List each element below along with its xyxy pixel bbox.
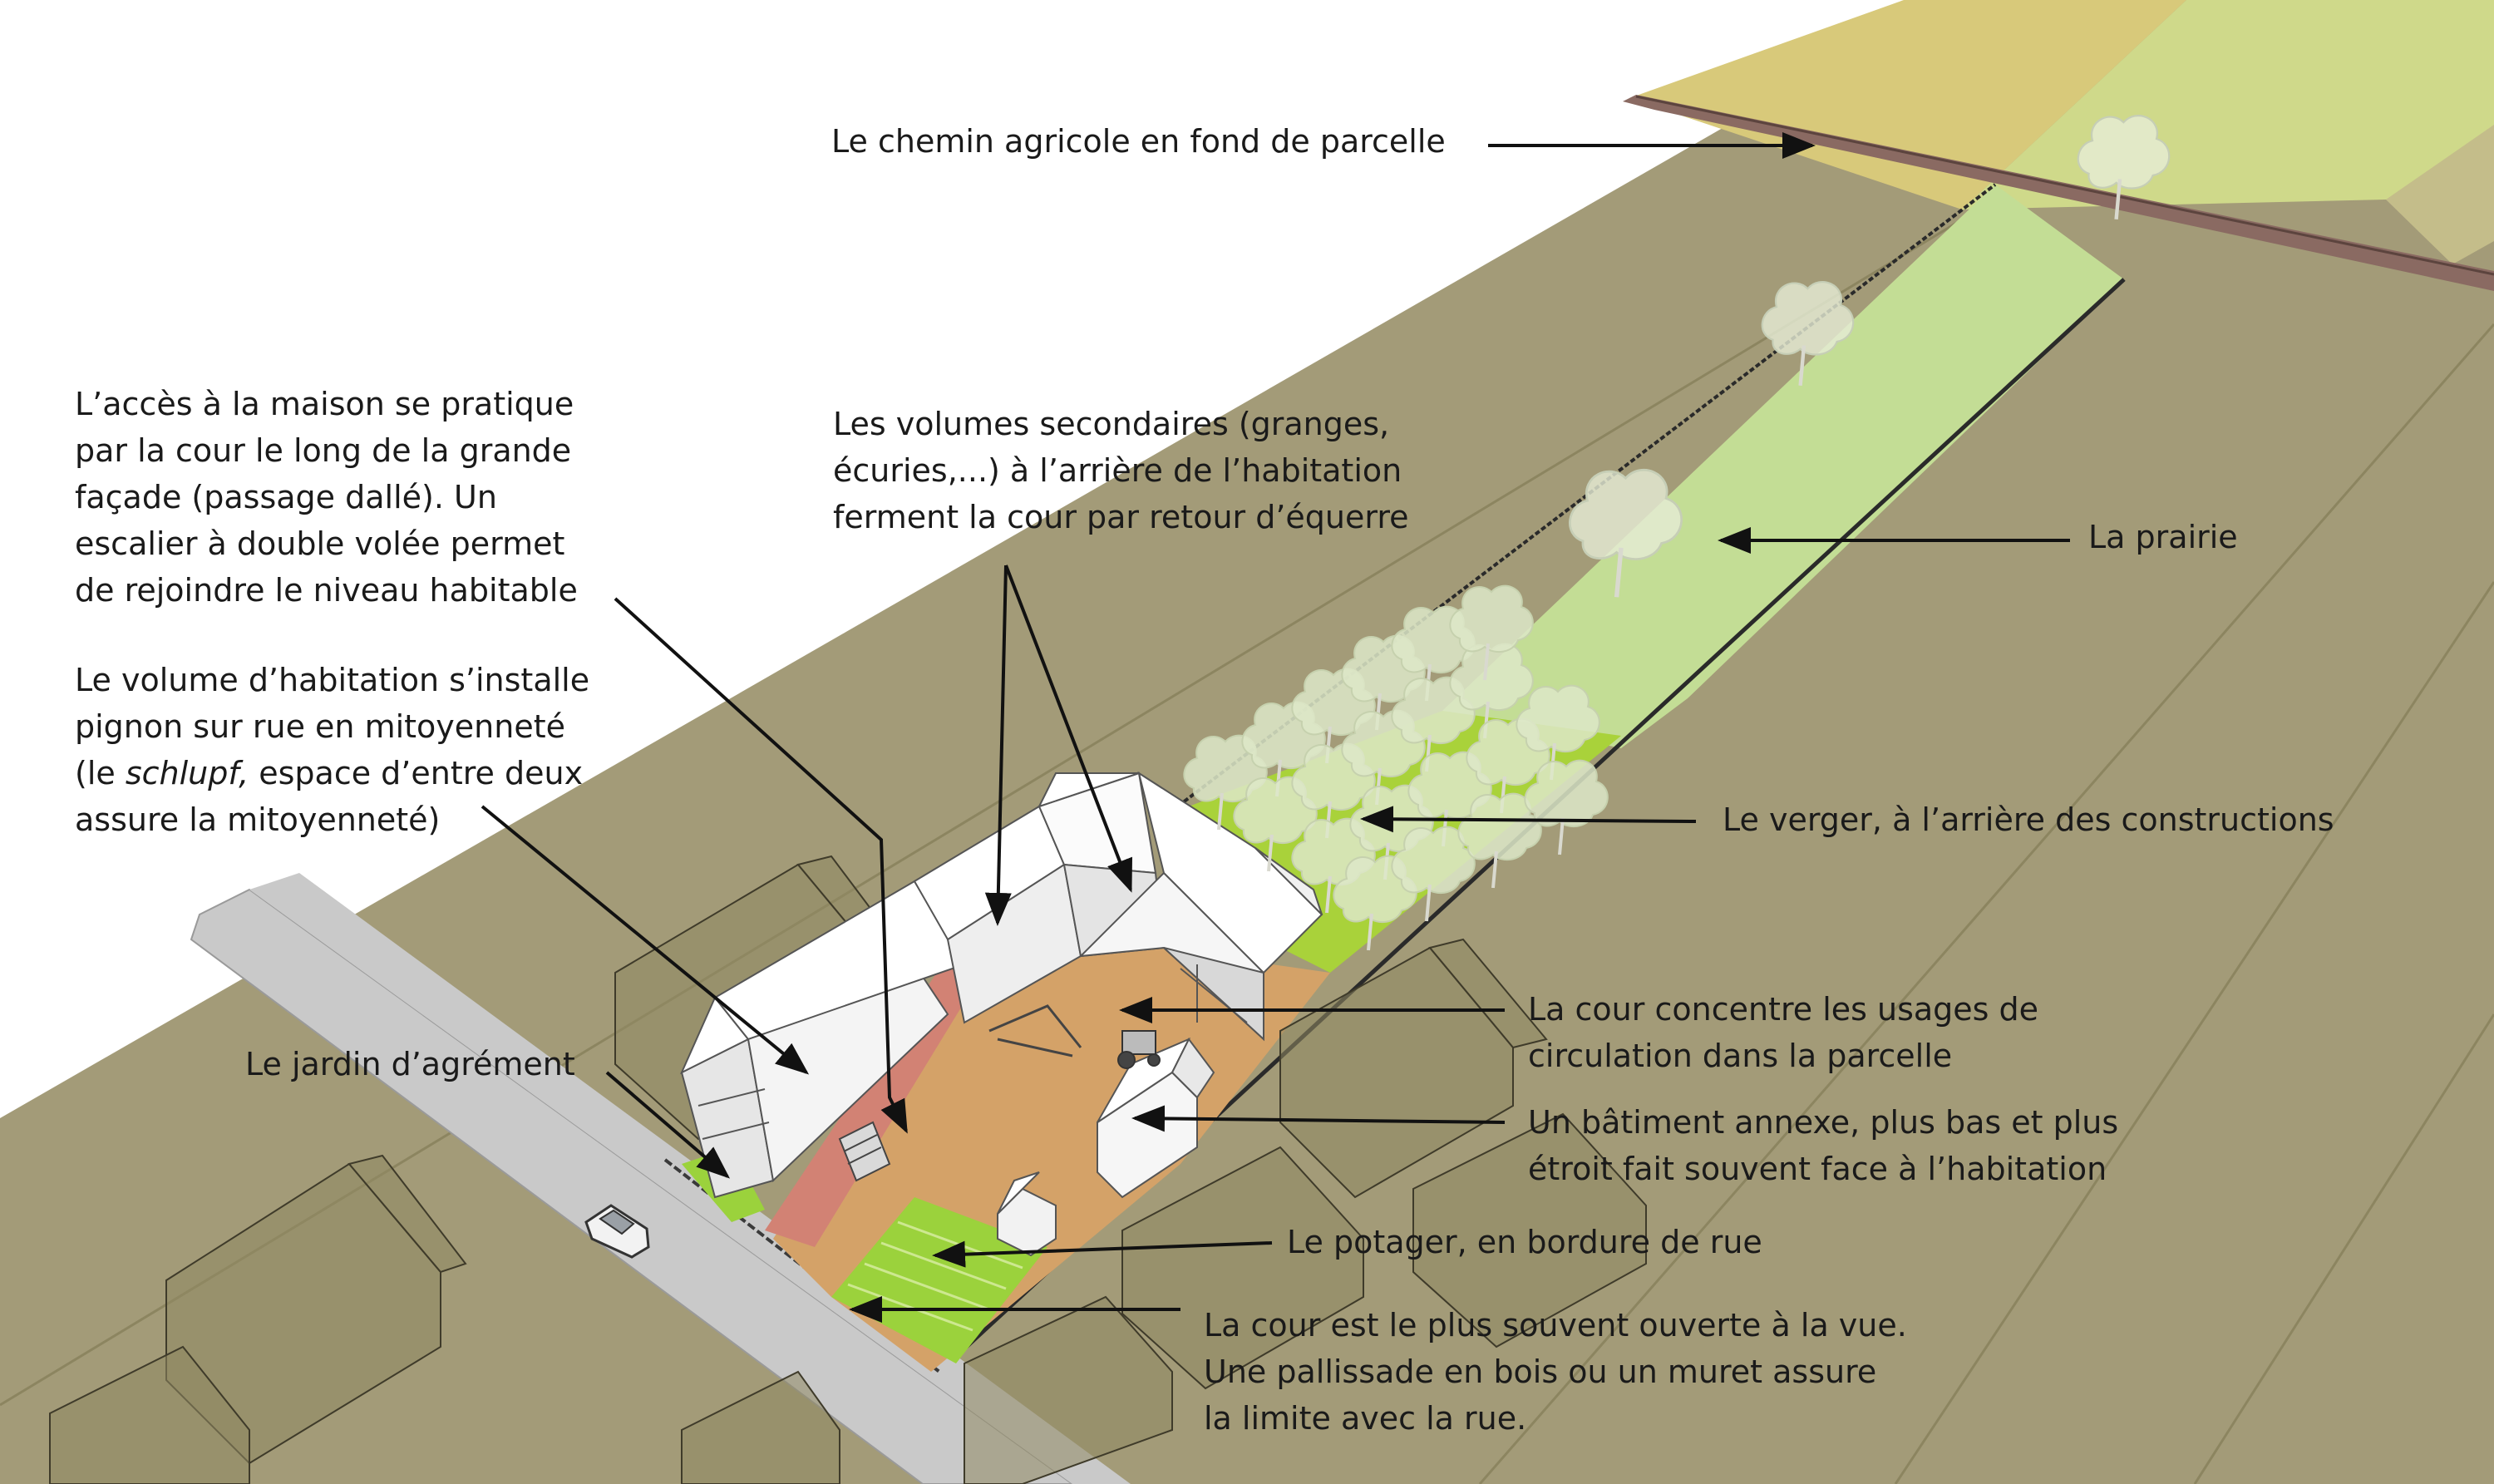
- car: [584, 1204, 650, 1259]
- arrow-volumes-2: [1004, 565, 1133, 893]
- label-line: la limite avec la rue.: [1204, 1400, 1527, 1437]
- label-line: Les volumes secondaires (granges,: [833, 406, 1390, 442]
- label-line: escalier à double volée permet: [75, 525, 565, 562]
- label-italic-term: schlupf,: [125, 755, 249, 791]
- label-line: ferment la cour par retour d’équerre: [833, 499, 1409, 535]
- label-line: par la cour le long de la grande: [75, 432, 572, 469]
- label-line: Un bâtiment annexe, plus bas et plus: [1528, 1104, 2119, 1141]
- label-line: circulation dans la parcelle: [1528, 1038, 1953, 1074]
- label-line: façade (passage dallé). Un: [75, 479, 497, 515]
- arrow-habitation: [481, 805, 810, 1075]
- label-line: Une pallissade en bois ou un muret assur…: [1204, 1353, 1877, 1390]
- label-text: espace d’entre deux: [249, 755, 584, 791]
- meadow: [1442, 185, 2124, 748]
- field-yellow: [1629, 0, 2186, 210]
- parcel-line: [2193, 1013, 2494, 1484]
- label-cour-ouverte: La cour est le plus souvent ouverte à la…: [1204, 1302, 1907, 1442]
- label-acces-maison: L’accès à la maison se pratique par la c…: [75, 381, 578, 614]
- label-line: écuries,...) à l’arrière de l’habitation: [833, 452, 1402, 489]
- arrow-verger: [1360, 806, 1697, 833]
- label-prairie: La prairie: [2088, 519, 2238, 555]
- label-chemin-agricole: Le chemin agricole en fond de parcelle: [831, 123, 1446, 160]
- label-cour: La cour concentre les usages de circulat…: [1528, 986, 2038, 1079]
- arrow-acces: [614, 597, 908, 1134]
- annex-building: [1097, 1038, 1215, 1199]
- label-text: (le: [75, 755, 126, 791]
- field-edge: [2386, 125, 2494, 264]
- label-line: L’accès à la maison se pratique: [75, 386, 574, 422]
- arrow-volumes-1: [984, 565, 1012, 926]
- main-house: [679, 880, 966, 1199]
- label-verger: Le verger, à l’arrière des constructions: [1723, 801, 2334, 838]
- shed: [997, 1171, 1057, 1257]
- label-line: de rejoindre le niveau habitable: [75, 572, 578, 609]
- secondary-buildings: [913, 771, 1323, 1042]
- label-line: pignon sur rue en mitoyenneté: [75, 708, 566, 745]
- arrow-potager: [932, 1240, 1273, 1268]
- label-volumes-secondaires: Les volumes secondaires (granges, écurie…: [833, 401, 1409, 540]
- parcel-line: [1894, 581, 2494, 1484]
- label-line: (le schlupf, espace d’entre deux: [75, 750, 589, 796]
- label-line: assure la mitoyenneté): [75, 801, 441, 838]
- vegetable-garden: [831, 1197, 1047, 1363]
- path-edge: [1635, 95, 2494, 276]
- parcel-line: [1478, 323, 2494, 1484]
- arrow-jardin: [605, 1071, 731, 1179]
- label-potager: Le potager, en bordure de rue: [1287, 1224, 1762, 1260]
- double-staircase: [838, 1121, 891, 1182]
- label-batiment-annexe: Un bâtiment annexe, plus bas et plus étr…: [1528, 1099, 2118, 1192]
- label-line: La cour concentre les usages de: [1528, 991, 2039, 1028]
- road: [190, 888, 1074, 1484]
- label-jardin-agrement: Le jardin d’agrément: [245, 1046, 575, 1082]
- label-line: étroit fait souvent face à l’habitation: [1528, 1151, 2107, 1187]
- agricultural-path: [1623, 95, 2494, 291]
- label-line: Le volume d’habitation s’installe: [75, 662, 590, 698]
- label-volume-habitation: Le volume d’habitation s’installe pignon…: [75, 657, 589, 843]
- tractor: [1117, 1030, 1161, 1069]
- label-line: La cour est le plus souvent ouverte à la…: [1204, 1307, 1907, 1343]
- arrow-annexe: [1131, 1105, 1506, 1132]
- cart: [988, 1004, 1082, 1058]
- leader-arrows: [481, 132, 2070, 1323]
